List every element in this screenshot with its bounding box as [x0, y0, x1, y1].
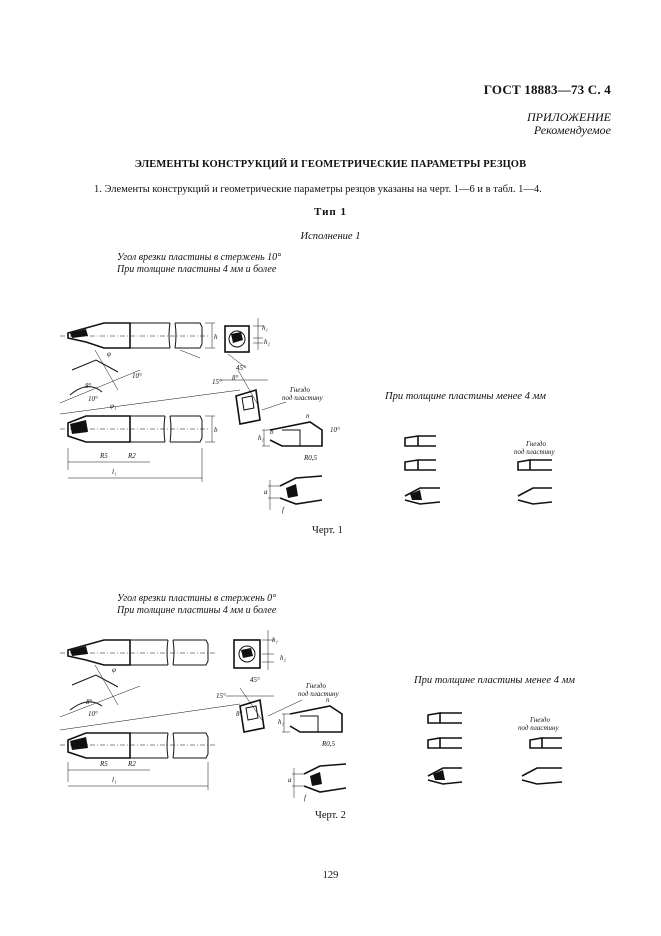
fig1-dim-8: 8° — [85, 382, 92, 390]
fig2-small-socket-label-1: Гнездо — [529, 716, 550, 724]
fig1-top-dims: h — [179, 322, 218, 359]
fig1-socket-label-1: Гнездо — [289, 386, 310, 394]
fig1-thin-plate-note: При толщине пластины менее 4 мм — [385, 391, 546, 402]
fig2-caption: Черт. 2 — [315, 810, 346, 821]
fig1-dim-R2: R2 — [127, 452, 136, 460]
fig2-dim-l1: l₁ — [112, 776, 116, 784]
fig2-dim-45: 45° — [250, 676, 260, 684]
standard-header: ГОСТ 18883—73 С. 4 — [483, 82, 611, 97]
fig1-dim-10a: 10° — [132, 372, 142, 380]
type-heading: Тип 1 — [314, 206, 347, 218]
fig2-angle-detail: φ 8° 10° — [59, 664, 141, 718]
fig2-dim-h1: h₁ — [272, 636, 278, 644]
fig1-plate-side-detail: a f — [264, 475, 323, 514]
fig1-dim-h: h — [214, 333, 218, 341]
fig1-small-socket-label-1: Гнездо — [525, 440, 546, 448]
fig1-dim-phi1: φ₁ — [110, 402, 116, 410]
fig1-thin-plate-details: Гнездо под пластину — [404, 435, 555, 505]
fig1-dim-a: a — [264, 488, 268, 496]
fig2-top-view-cutter — [60, 639, 216, 666]
fig1-note: Угол врезки пластины в стержень 10° При … — [117, 252, 377, 276]
fig2-dim-f: f — [304, 794, 307, 802]
fig1-socket-view: 15° 8° Гнездо под пластину — [212, 369, 323, 425]
fig1-dim-15: 15° — [212, 378, 222, 386]
fig1-angle-detail: φ 10° 8° 10° φ₁ — [59, 349, 142, 410]
fig2-note: Угол врезки пластины в стержень 0° При т… — [117, 593, 377, 617]
fig1-cross-section: h₁ h₂ 45° — [224, 318, 271, 372]
fig1-dim-h1b: h₁ — [258, 434, 264, 442]
fig2-thin-plate-details: Гнездо под пластину — [427, 712, 563, 785]
fig2-dim-R05: R0,5 — [321, 740, 336, 748]
fig2-plate-side-detail: a f — [288, 763, 347, 802]
fig1-note-line2: При толщине пластины 4 мм и более — [117, 264, 277, 275]
fig2-dim-h2: h₂ — [280, 654, 287, 662]
fig1-dim-l1: l₁ — [112, 468, 116, 476]
fig2-dim-n: n — [326, 696, 330, 704]
fig2-socket-detail: h₁ n R0,5 — [278, 696, 343, 748]
fig2-note-line1: Угол врезки пластины в стержень 0° — [117, 593, 277, 604]
fig1-socket-detail: h₁ b n 10° R0,5 — [258, 412, 340, 462]
fig2-dim-a: a — [288, 776, 292, 784]
fig1-dim-10b: 10° — [88, 395, 98, 403]
fig2-socket-label-2: под пластину — [298, 690, 339, 698]
fig2-cross-section: h₁ h₂ 45° — [233, 630, 287, 684]
fig2-dim-h1b: h₁ — [278, 718, 284, 726]
fig1-dim-b: b — [214, 426, 218, 434]
fig2-dim-R5: R5 — [99, 760, 108, 768]
fig2-dim-10: 10° — [88, 710, 98, 718]
fig1-dim-f: f — [282, 506, 285, 514]
fig2-dim-8b: 8° — [236, 710, 243, 718]
fig1-note-line1: Угол врезки пластины в стержень 10° — [117, 252, 282, 263]
fig1-top-view-cutter — [60, 322, 210, 349]
intro-paragraph: 1. Элементы конструкций и геометрические… — [94, 184, 542, 195]
fig2-socket-label-1: Гнездо — [305, 682, 326, 690]
annex-block: ПРИЛОЖЕНИЕ Рекомендуемое — [0, 111, 611, 137]
fig1-caption: Черт. 1 — [312, 525, 343, 536]
fig1-dim-R5: R5 — [99, 452, 108, 460]
fig1-dim-R05: R0,5 — [303, 454, 318, 462]
variant-heading: Исполнение 1 — [300, 231, 361, 242]
section-title: ЭЛЕМЕНТЫ КОНСТРУКЦИЙ И ГЕОМЕТРИЧЕСКИЕ ПА… — [134, 159, 527, 170]
fig1-dim-h1: h₁ — [262, 324, 268, 332]
fig1-socket-label-2: под пластину — [282, 394, 323, 402]
fig1-dim-phi: φ — [107, 350, 111, 358]
page-number: 129 — [322, 870, 339, 881]
fig2-thin-plate-note: При толщине пластины менее 4 мм — [414, 675, 575, 686]
fig1-dim-45: 45° — [236, 364, 246, 372]
fig1-small-socket-label-2: под пластину — [514, 448, 555, 456]
fig1-dim-h2: h₂ — [264, 338, 271, 346]
fig2-small-socket-label-2: под пластину — [518, 724, 559, 732]
annex-status: Рекомендуемое — [533, 123, 611, 137]
fig2-dim-phi: φ — [112, 666, 116, 674]
fig2-dim-R2: R2 — [127, 760, 136, 768]
fig1-dim-b2: b — [270, 428, 274, 436]
fig2-bottom-view-cutter: R5 R2 l₁ — [59, 703, 241, 790]
fig2-dim-15: 15° — [216, 692, 226, 700]
annex-title: ПРИЛОЖЕНИЕ — [527, 110, 611, 124]
fig1-dim-8b: 8° — [232, 374, 239, 382]
fig1-dim-n: n — [306, 412, 310, 420]
fig2-dim-8: 8° — [86, 698, 93, 706]
fig1-bottom-view-cutter: b R5 R2 l₁ — [59, 389, 241, 482]
fig2-socket-view: 15° 8° Гнездо под пластину — [216, 682, 339, 733]
fig2-note-line2: При толщине пластины 4 мм и более — [117, 605, 277, 616]
fig1-dim-10c: 10° — [330, 426, 340, 434]
